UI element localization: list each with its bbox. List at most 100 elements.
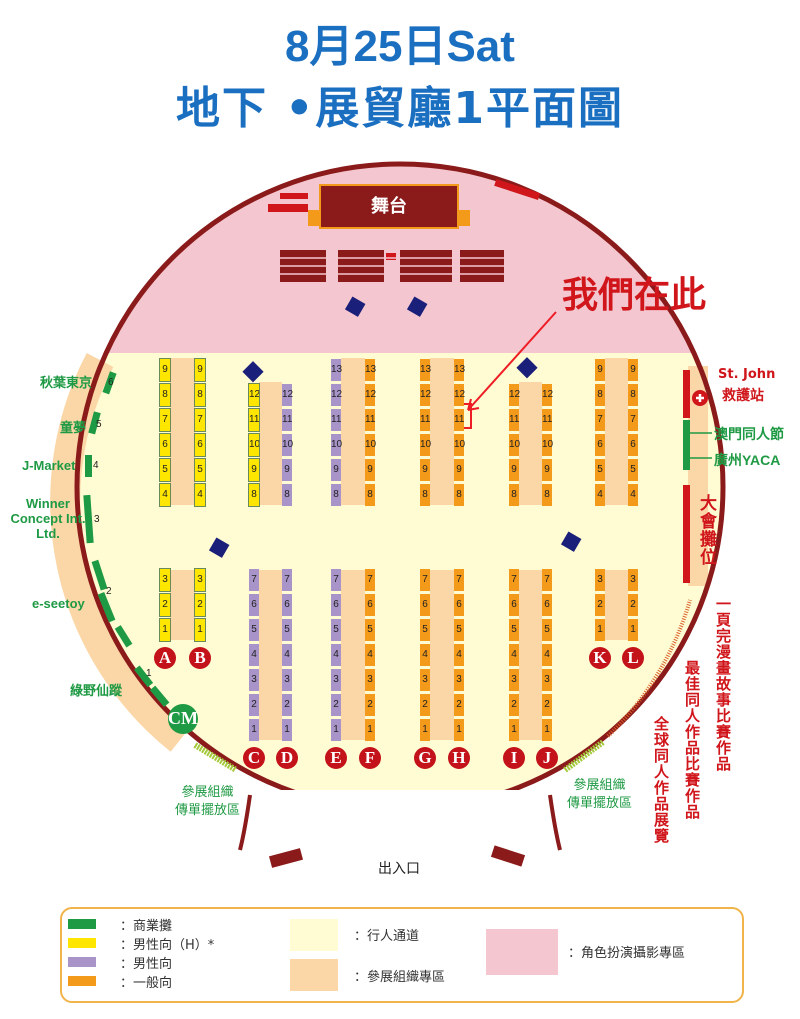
stall-H12[interactable]: 12	[454, 384, 465, 406]
stall-A9[interactable]: 9	[159, 358, 171, 382]
stall-E13[interactable]: 13	[331, 359, 342, 381]
stall-H5[interactable]: 5	[454, 619, 464, 641]
stall-L5[interactable]: 5	[628, 459, 638, 481]
stall-I5[interactable]: 5	[509, 619, 519, 641]
stall-C9[interactable]: 9	[248, 458, 260, 482]
stall-D12[interactable]: 12	[282, 384, 293, 406]
stall-E10[interactable]: 10	[331, 434, 342, 456]
stall-G10[interactable]: 10	[420, 434, 431, 456]
stall-G4[interactable]: 4	[420, 644, 430, 666]
stall-I6[interactable]: 6	[509, 594, 519, 616]
stall-D3[interactable]: 3	[282, 669, 292, 691]
stall-F10[interactable]: 10	[365, 434, 376, 456]
stall-I10[interactable]: 10	[509, 434, 520, 456]
stall-F4[interactable]: 4	[365, 644, 375, 666]
stall-A2[interactable]: 2	[159, 593, 171, 617]
stall-F7[interactable]: 7	[365, 569, 375, 591]
stall-E7[interactable]: 7	[331, 569, 341, 591]
stall-F5[interactable]: 5	[365, 619, 375, 641]
stall-E9[interactable]: 9	[331, 459, 341, 481]
stall-J9[interactable]: 9	[542, 459, 552, 481]
stall-K7[interactable]: 7	[595, 409, 605, 431]
stall-H11[interactable]: 11	[454, 409, 464, 431]
stall-I7[interactable]: 7	[509, 569, 519, 591]
stall-L9[interactable]: 9	[628, 359, 638, 381]
stall-E6[interactable]: 6	[331, 594, 341, 616]
stall-B9[interactable]: 9	[194, 358, 206, 382]
stall-D9[interactable]: 9	[282, 459, 292, 481]
stall-A1[interactable]: 1	[159, 618, 171, 642]
stall-I11[interactable]: 11	[509, 409, 519, 431]
stall-G7[interactable]: 7	[420, 569, 430, 591]
stall-L6[interactable]: 6	[628, 434, 638, 456]
stall-G12[interactable]: 12	[420, 384, 431, 406]
stall-F6[interactable]: 6	[365, 594, 375, 616]
stall-H3[interactable]: 3	[454, 669, 464, 691]
stall-G1[interactable]: 1	[420, 719, 430, 741]
stall-F9[interactable]: 9	[365, 459, 375, 481]
stall-C8[interactable]: 8	[248, 483, 260, 507]
stall-J11[interactable]: 11	[542, 409, 552, 431]
stall-L2[interactable]: 2	[628, 594, 638, 616]
stall-B3[interactable]: 3	[194, 568, 206, 592]
stall-C10[interactable]: 10	[248, 433, 260, 457]
stall-H8[interactable]: 8	[454, 484, 464, 506]
stall-C7[interactable]: 7	[249, 569, 259, 591]
stall-A5[interactable]: 5	[159, 458, 171, 482]
stall-C6[interactable]: 6	[249, 594, 259, 616]
stall-H2[interactable]: 2	[454, 694, 464, 716]
stall-E2[interactable]: 2	[331, 694, 341, 716]
stall-C1[interactable]: 1	[249, 719, 259, 741]
stall-A8[interactable]: 8	[159, 383, 171, 407]
stall-I1[interactable]: 1	[509, 719, 519, 741]
stall-L1[interactable]: 1	[628, 619, 638, 641]
stall-D5[interactable]: 5	[282, 619, 292, 641]
stall-G2[interactable]: 2	[420, 694, 430, 716]
stall-D8[interactable]: 8	[282, 484, 292, 506]
stall-G11[interactable]: 11	[420, 409, 430, 431]
stall-E1[interactable]: 1	[331, 719, 341, 741]
stall-J2[interactable]: 2	[542, 694, 552, 716]
stall-C3[interactable]: 3	[249, 669, 259, 691]
stall-H7[interactable]: 7	[454, 569, 464, 591]
stall-J1[interactable]: 1	[542, 719, 552, 741]
stall-H1[interactable]: 1	[454, 719, 464, 741]
stall-H9[interactable]: 9	[454, 459, 464, 481]
stall-J12[interactable]: 12	[542, 384, 553, 406]
stall-I3[interactable]: 3	[509, 669, 519, 691]
stall-K2[interactable]: 2	[595, 594, 605, 616]
stall-L7[interactable]: 7	[628, 409, 638, 431]
stall-H6[interactable]: 6	[454, 594, 464, 616]
stall-B7[interactable]: 7	[194, 408, 206, 432]
stall-F8[interactable]: 8	[365, 484, 375, 506]
stall-H4[interactable]: 4	[454, 644, 464, 666]
stall-L8[interactable]: 8	[628, 384, 638, 406]
stall-D11[interactable]: 11	[282, 409, 292, 431]
stall-A7[interactable]: 7	[159, 408, 171, 432]
stall-E11[interactable]: 11	[331, 409, 341, 431]
stall-J5[interactable]: 5	[542, 619, 552, 641]
stall-J7[interactable]: 7	[542, 569, 552, 591]
stall-J4[interactable]: 4	[542, 644, 552, 666]
stall-F3[interactable]: 3	[365, 669, 375, 691]
stall-F2[interactable]: 2	[365, 694, 375, 716]
stall-L3[interactable]: 3	[628, 569, 638, 591]
stall-H13[interactable]: 13	[454, 359, 465, 381]
stall-K5[interactable]: 5	[595, 459, 605, 481]
stall-J10[interactable]: 10	[542, 434, 553, 456]
stall-C2[interactable]: 2	[249, 694, 259, 716]
stall-J6[interactable]: 6	[542, 594, 552, 616]
stall-E3[interactable]: 3	[331, 669, 341, 691]
stall-D4[interactable]: 4	[282, 644, 292, 666]
stall-C12[interactable]: 12	[248, 383, 260, 407]
stall-B2[interactable]: 2	[194, 593, 206, 617]
stall-H10[interactable]: 10	[454, 434, 465, 456]
stall-D10[interactable]: 10	[282, 434, 293, 456]
stall-D2[interactable]: 2	[282, 694, 292, 716]
stall-I2[interactable]: 2	[509, 694, 519, 716]
stall-G13[interactable]: 13	[420, 359, 431, 381]
stall-B8[interactable]: 8	[194, 383, 206, 407]
stall-K9[interactable]: 9	[595, 359, 605, 381]
stall-E5[interactable]: 5	[331, 619, 341, 641]
stall-F11[interactable]: 11	[365, 409, 375, 431]
